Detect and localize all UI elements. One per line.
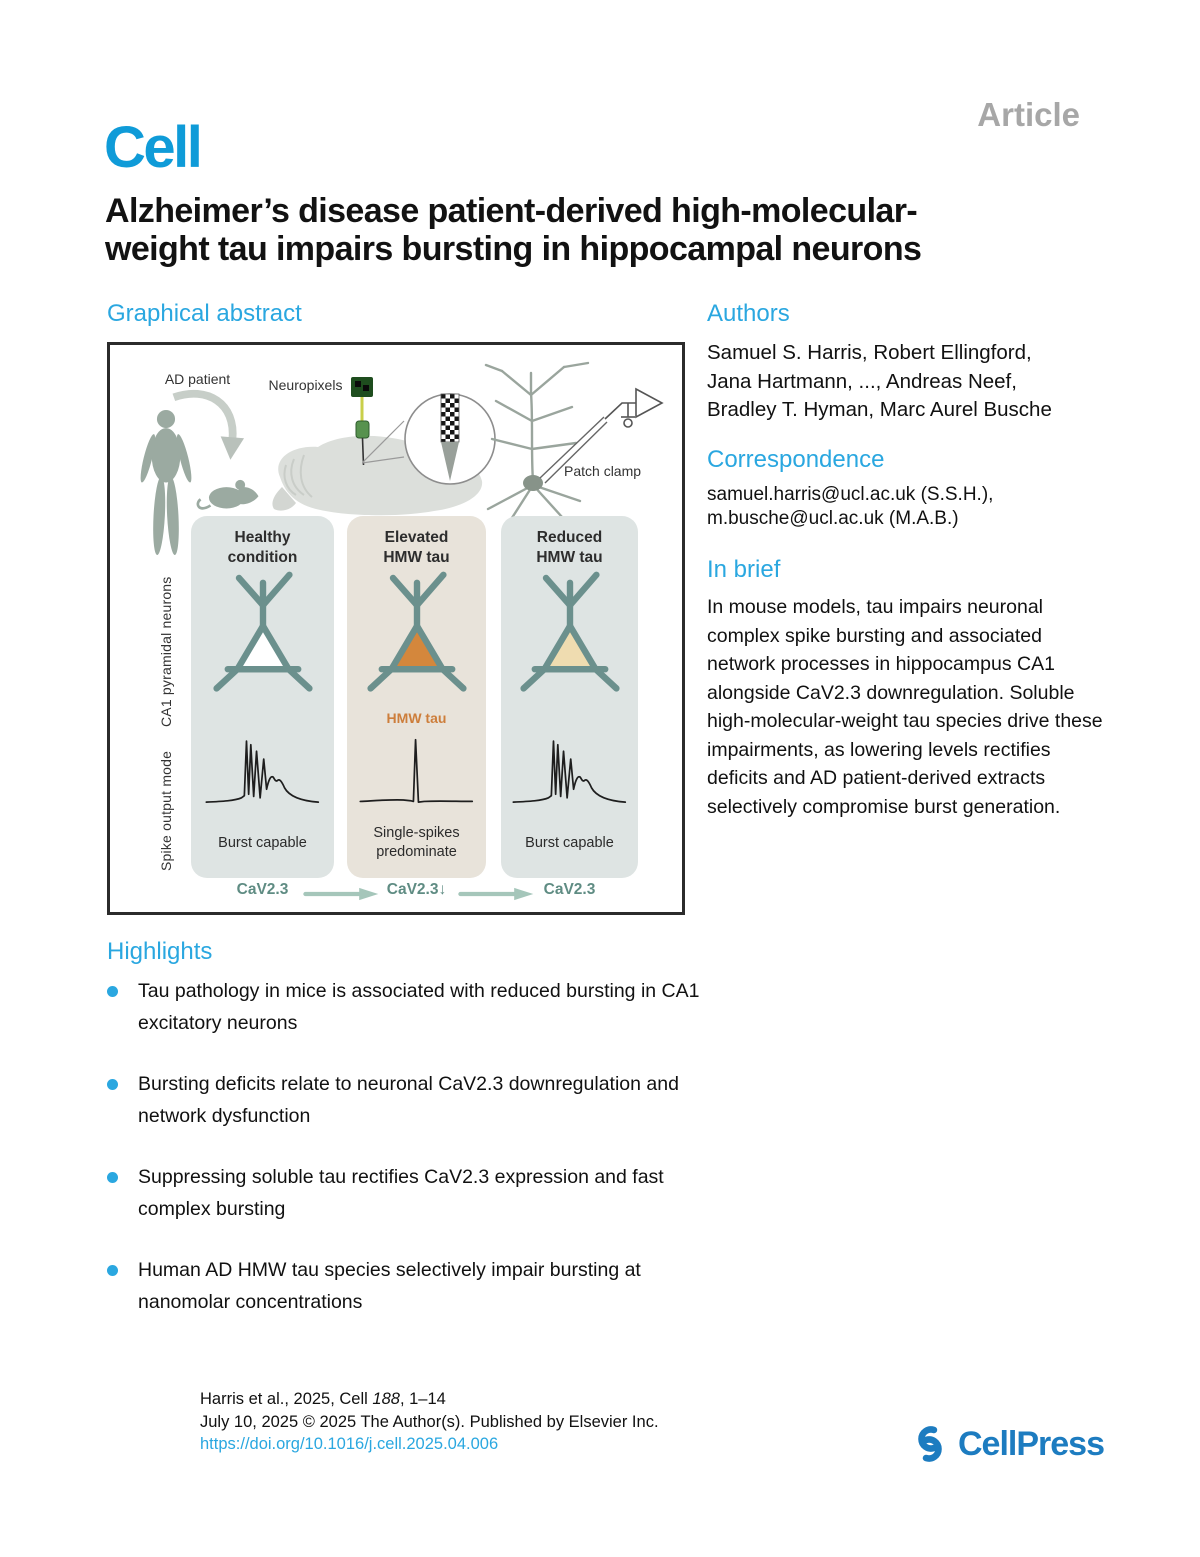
bullet-icon	[107, 1172, 118, 1183]
cellpress-logo: CellPress	[910, 1424, 1105, 1464]
pyramidal-neuron-icon	[366, 571, 467, 692]
patch-clamp-neuron-icon	[484, 361, 664, 523]
publication-line: July 10, 2025 © 2025 The Author(s). Publ…	[200, 1412, 659, 1431]
highlights-heading: Highlights	[107, 938, 213, 965]
mouse-icon	[196, 479, 259, 510]
footer-citation: Harris et al., 2025, Cell 188, 1–14 July…	[200, 1388, 659, 1456]
in-brief-heading: In brief	[707, 556, 781, 583]
correspondence-heading: Correspondence	[707, 446, 885, 473]
panel-healthy-condition: Healthy condition Burst capable	[191, 516, 334, 878]
hmw-tau-label: HMW tau	[386, 710, 447, 726]
citation-line: Harris et al., 2025, Cell 188, 1–14	[200, 1388, 659, 1411]
ad-patient-label: AD patient	[164, 371, 231, 387]
cellpress-swirl-icon	[918, 1426, 942, 1462]
patch-pipette-icon	[539, 416, 608, 484]
authors-line: Bradley T. Hyman, Marc Aurel Busche	[707, 398, 1052, 421]
authors-line: Samuel S. Harris, Robert Ellingford,	[707, 341, 1032, 364]
row-label-ca1-pyramidal-neurons: CA1 pyramidal neurons	[158, 576, 174, 728]
highlight-item: Suppressing soluble tau rectifies CaV2.3…	[107, 1162, 707, 1225]
panel-reduced-hmw-tau: Reduced HMW tau Burst capable	[501, 516, 638, 878]
pyramidal-neuron-icon	[212, 571, 313, 692]
probe-magnifier-icon	[404, 393, 496, 485]
in-brief-text: In mouse models, tau impairs neuronal co…	[707, 596, 1103, 818]
bullet-icon	[107, 1079, 118, 1090]
highlights-list: Tau pathology in mice is associated with…	[107, 976, 707, 1348]
right-arrow-icon	[303, 887, 379, 901]
spike-trace-burst-icon	[511, 740, 626, 804]
highlight-text: Human AD HMW tau species selectively imp…	[138, 1259, 641, 1313]
authors-heading: Authors	[707, 300, 790, 327]
cav-label-healthy: CaV2.3	[236, 881, 289, 898]
panel-caption: Burst capable	[218, 834, 307, 851]
transfer-arrow-icon	[172, 389, 245, 460]
panel-title: Healthy condition	[227, 529, 298, 566]
magnifier-callout-icon	[362, 420, 405, 464]
neuropixels-probe-icon	[351, 377, 373, 466]
authors-line: Jana Hartmann, ..., Andreas Neef,	[707, 369, 1017, 393]
row-label-spike-output-mode: Spike output mode	[158, 750, 174, 871]
pyramidal-neuron-icon	[519, 571, 620, 692]
bullet-icon	[107, 986, 118, 997]
citation-suffix: , 1–14	[399, 1390, 446, 1408]
highlight-item: Human AD HMW tau species selectively imp…	[107, 1255, 707, 1318]
panel-caption: Single-spikes predominate	[373, 825, 460, 860]
amplifier-icon	[604, 387, 664, 428]
highlight-text: Bursting deficits relate to neuronal CaV…	[138, 1073, 679, 1127]
cav-label-reduced: CaV2.3	[543, 881, 596, 898]
graphical-abstract-heading: Graphical abstract	[107, 300, 302, 327]
panel-caption: Burst capable	[525, 834, 614, 851]
patch-clamp-label: Patch clamp	[564, 463, 642, 479]
highlight-text: Suppressing soluble tau rectifies CaV2.3…	[138, 1166, 664, 1220]
correspondence-email-1[interactable]: samuel.harris@ucl.ac.uk (S.S.H.),	[707, 484, 994, 505]
title-line-2: weight tau impairs bursting in hippocamp…	[105, 230, 922, 268]
article-type-label: Article	[977, 96, 1080, 133]
panel-title: Elevated HMW tau	[383, 529, 450, 566]
cav-label-elevated: CaV2.3↓	[386, 881, 447, 898]
correspondence-email-2[interactable]: m.busche@ucl.ac.uk (M.A.B.)	[707, 508, 959, 529]
cell-journal-logo: Cell	[104, 115, 203, 180]
citation-prefix: Harris et al., 2025, Cell	[200, 1390, 373, 1408]
authors-list: Samuel S. Harris, Robert Ellingford, Jan…	[707, 339, 1107, 425]
cellpress-wordmark: CellPress	[958, 1424, 1105, 1463]
panel-elevated-hmw-tau: Elevated HMW tau HMW tau Single-spikes p…	[347, 516, 486, 878]
right-arrow-icon	[458, 887, 534, 901]
spike-trace-burst-icon	[204, 740, 319, 804]
title-line-1: Alzheimer’s disease patient-derived high…	[105, 192, 918, 230]
neuropixels-label: Neuropixels	[268, 377, 343, 393]
human-silhouette-icon	[140, 409, 192, 555]
page-title: Alzheimer’s disease patient-derived high…	[105, 192, 1115, 268]
highlight-item: Bursting deficits relate to neuronal CaV…	[107, 1069, 707, 1132]
graphical-abstract-figure: AD patient Neuropixels	[107, 342, 685, 915]
highlight-text: Tau pathology in mice is associated with…	[138, 980, 700, 1034]
doi-link[interactable]: https://doi.org/10.1016/j.cell.2025.04.0…	[200, 1435, 499, 1453]
bullet-icon	[107, 1265, 118, 1276]
citation-volume: 188	[372, 1390, 400, 1408]
spike-trace-single-icon	[358, 738, 473, 804]
highlight-item: Tau pathology in mice is associated with…	[107, 976, 707, 1039]
correspondence-emails: samuel.harris@ucl.ac.uk (S.S.H.), m.busc…	[707, 483, 1107, 531]
panel-title: Reduced HMW tau	[536, 529, 603, 566]
